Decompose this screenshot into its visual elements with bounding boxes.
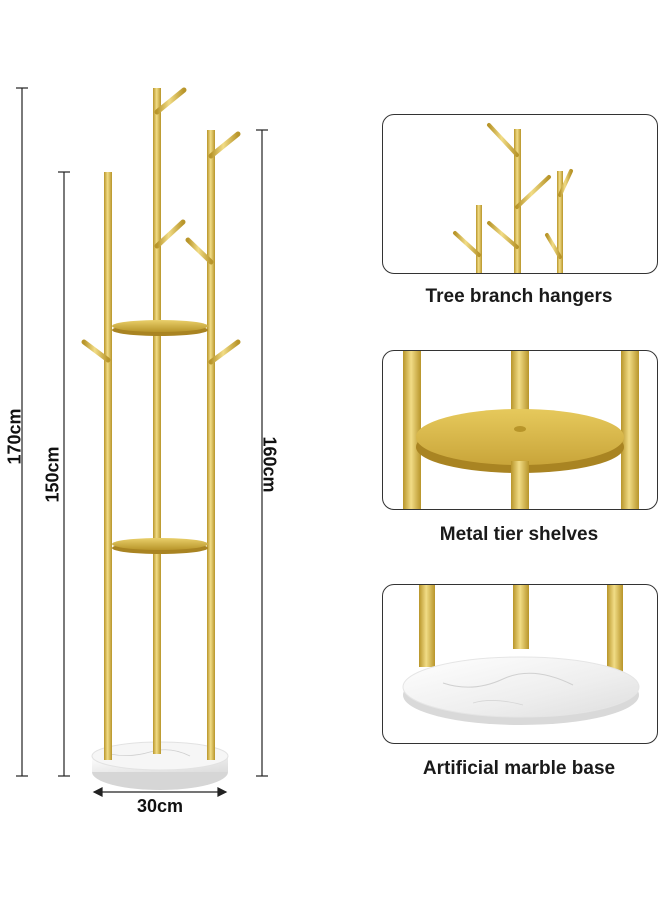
feature-panel-tier-shelves bbox=[382, 350, 658, 510]
pole-center bbox=[153, 87, 187, 754]
shelf-upper bbox=[112, 320, 208, 336]
branch-hooks-icon bbox=[453, 123, 573, 273]
dimension-line-160 bbox=[256, 129, 268, 777]
height-170-label: 170cm bbox=[4, 408, 25, 465]
feature-caption-branch-hangers: Tree branch hangers bbox=[425, 286, 613, 307]
dimension-line-30 bbox=[92, 787, 228, 797]
round-shelf-icon bbox=[403, 351, 639, 509]
height-160-label: 160cm bbox=[259, 436, 280, 493]
feature-panel-branch-hangers bbox=[382, 114, 658, 274]
pole-left bbox=[81, 172, 112, 760]
pole-right bbox=[185, 130, 241, 760]
feature-caption-tier-shelves: Metal tier shelves bbox=[439, 524, 599, 545]
height-150-label: 150cm bbox=[42, 446, 63, 503]
feature-panel-marble-base bbox=[382, 584, 658, 744]
feature-caption-marble-base: Artificial marble base bbox=[422, 758, 616, 779]
marble-base bbox=[91, 741, 229, 790]
width-30-label: 30cm bbox=[136, 796, 184, 816]
dimension-line-150 bbox=[58, 171, 70, 777]
dimension-line-170 bbox=[16, 87, 28, 777]
marble-base-icon bbox=[402, 585, 640, 725]
shelf-lower bbox=[112, 538, 208, 554]
